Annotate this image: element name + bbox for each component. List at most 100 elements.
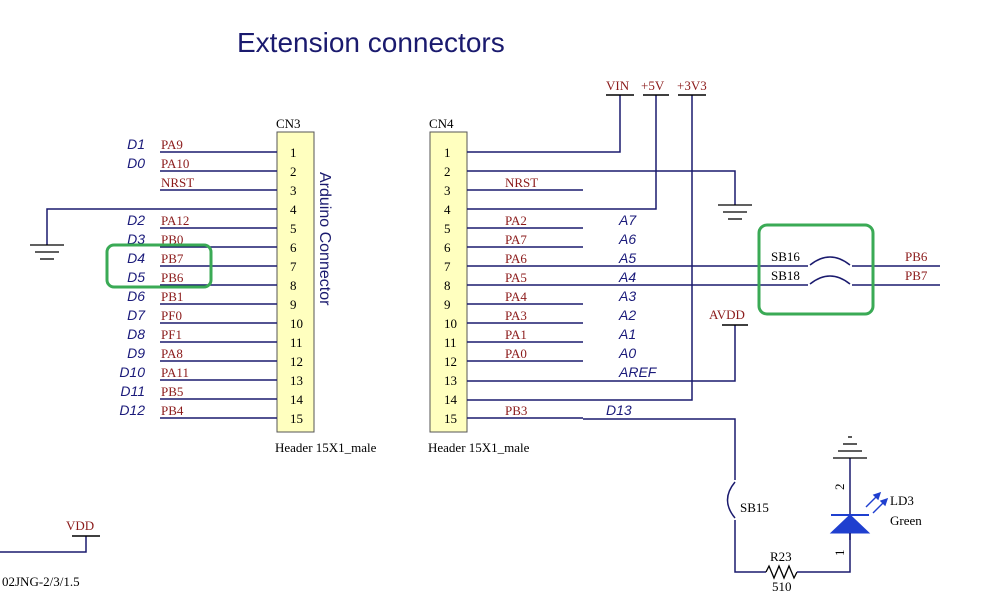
cn4-net-label: PA5	[505, 270, 527, 285]
led-diode-icon	[829, 514, 871, 534]
cn3-arduino-label: D7	[127, 307, 146, 323]
ground-symbol	[718, 204, 752, 220]
cn3-pin-number: 14	[290, 392, 304, 407]
cn4-gnd-wire	[467, 170, 736, 205]
cn4-net-label: NRST	[505, 175, 538, 190]
r23-value: 510	[772, 579, 792, 594]
v5-wire	[467, 95, 657, 210]
cn3-pin-number: 6	[290, 240, 297, 255]
aref-wire	[467, 325, 736, 382]
cn3-net-label: PB7	[161, 251, 184, 266]
cn4-arduino-label: A2	[618, 307, 636, 323]
cn3-net-label: PA12	[161, 213, 189, 228]
cn3-arduino-label: D11	[120, 383, 145, 399]
cn3-net-label: PA8	[161, 346, 183, 361]
cn3-net-label: PB6	[161, 270, 184, 285]
cn3-connector-label: Arduino Connector	[316, 172, 333, 306]
sb15-bridge	[726, 481, 736, 519]
cn4-net-label: PA3	[505, 308, 527, 323]
r23-ref: R23	[770, 549, 792, 564]
ground-symbol	[30, 244, 64, 260]
r23-to-led-wire	[797, 533, 851, 573]
cn3-arduino-label: D6	[127, 288, 145, 304]
cn4-arduino-label: D13	[606, 402, 632, 418]
cn4-pin-number: 6	[444, 240, 451, 255]
cn4-pin-number: 11	[444, 335, 457, 350]
cn4-net-label: PB3	[505, 403, 527, 418]
cn4-net-label: PA0	[505, 346, 527, 361]
cn3-rows: 1PA9D12PA10D03NRST45PA12D26PB0D37PB7D48P…	[119, 136, 303, 426]
cn3-arduino-label: D12	[119, 402, 145, 418]
cn3-net-label: PA11	[161, 365, 189, 380]
cn3-pin-number: 3	[290, 183, 297, 198]
cn3-gnd-wire	[46, 208, 277, 245]
sb15-to-r23-wire	[734, 520, 766, 573]
sb15-label: SB15	[740, 500, 769, 515]
cn3-arduino-label: D4	[127, 250, 145, 266]
sb18-label: SB18	[771, 268, 800, 283]
cn3-arduino-label: D8	[127, 326, 145, 342]
cn4-pin-number: 13	[444, 373, 457, 388]
vdd-wire	[0, 536, 87, 553]
highlight-box-sb16-sb18	[757, 223, 875, 316]
cn4-arduino-label: A4	[618, 269, 636, 285]
cn3-arduino-label: D2	[127, 212, 145, 228]
cn4-arduino-label: A1	[618, 326, 636, 342]
cn3-pin-number: 8	[290, 278, 297, 293]
v33-wire	[467, 95, 693, 401]
cn3-net-label: PF0	[161, 308, 182, 323]
cn3-pin-number: 15	[290, 411, 303, 426]
cn4-pin-number: 3	[444, 183, 451, 198]
cn4-net-label: PA6	[505, 251, 527, 266]
cn4-pin-number: 10	[444, 316, 457, 331]
pb7-label: PB7	[905, 268, 928, 283]
cn3-net-label: PA9	[161, 137, 183, 152]
cn4-arduino-label: A3	[618, 288, 636, 304]
cn3-pin-number: 5	[290, 221, 297, 236]
cn4-pin-number: 14	[444, 392, 458, 407]
highlight-box-d4-d5	[105, 243, 213, 289]
cn4-arduino-label: A6	[618, 231, 636, 247]
cn4-ref: CN4	[429, 116, 454, 131]
cn4-pin-number: 8	[444, 278, 451, 293]
cn4-pin-number: 4	[444, 202, 451, 217]
led-ref: LD3	[890, 493, 914, 508]
cn3-net-label: PB0	[161, 232, 183, 247]
cn3-net-label: NRST	[161, 175, 194, 190]
led-light-arrows-icon	[865, 491, 889, 514]
cn3-pin-number: 9	[290, 297, 297, 312]
cn3-arduino-label: D3	[127, 231, 145, 247]
cn3-pin-number: 1	[290, 145, 297, 160]
cn4-arduino-label: AREF	[618, 364, 658, 380]
avdd-label: AVDD	[709, 307, 745, 322]
cn4-pin-number: 9	[444, 297, 451, 312]
v5-label: +5V	[641, 78, 665, 93]
vin-wire	[467, 95, 621, 153]
cn4-body	[429, 131, 468, 433]
vdd-label: VDD	[66, 518, 94, 533]
sb16-label: SB16	[771, 249, 800, 264]
cn4-pin-number: 7	[444, 259, 451, 274]
cn3-arduino-label: D10	[119, 364, 145, 380]
cn3-pin-number: 12	[290, 354, 303, 369]
sb16-bridge	[809, 256, 851, 266]
pb6-label: PB6	[905, 249, 928, 264]
cn3-ref: CN3	[276, 116, 301, 131]
led-color: Green	[890, 513, 922, 528]
cn4-net-label: PA2	[505, 213, 527, 228]
led-pin1: 1	[832, 550, 847, 557]
cn3-pin-number: 11	[290, 335, 303, 350]
cn3-pin-number: 13	[290, 373, 303, 388]
cn3-net-label: PB5	[161, 384, 183, 399]
cn3-footer: Header 15X1_male	[275, 440, 377, 455]
cn3-arduino-label: D1	[127, 136, 145, 152]
cn4-arduino-label: A7	[618, 212, 637, 228]
cn4-pin-number: 5	[444, 221, 451, 236]
ground-symbol	[833, 436, 867, 459]
cn4-net-label: PA1	[505, 327, 527, 342]
cn3-pin-number: 2	[290, 164, 297, 179]
r23-resistor	[765, 564, 798, 580]
